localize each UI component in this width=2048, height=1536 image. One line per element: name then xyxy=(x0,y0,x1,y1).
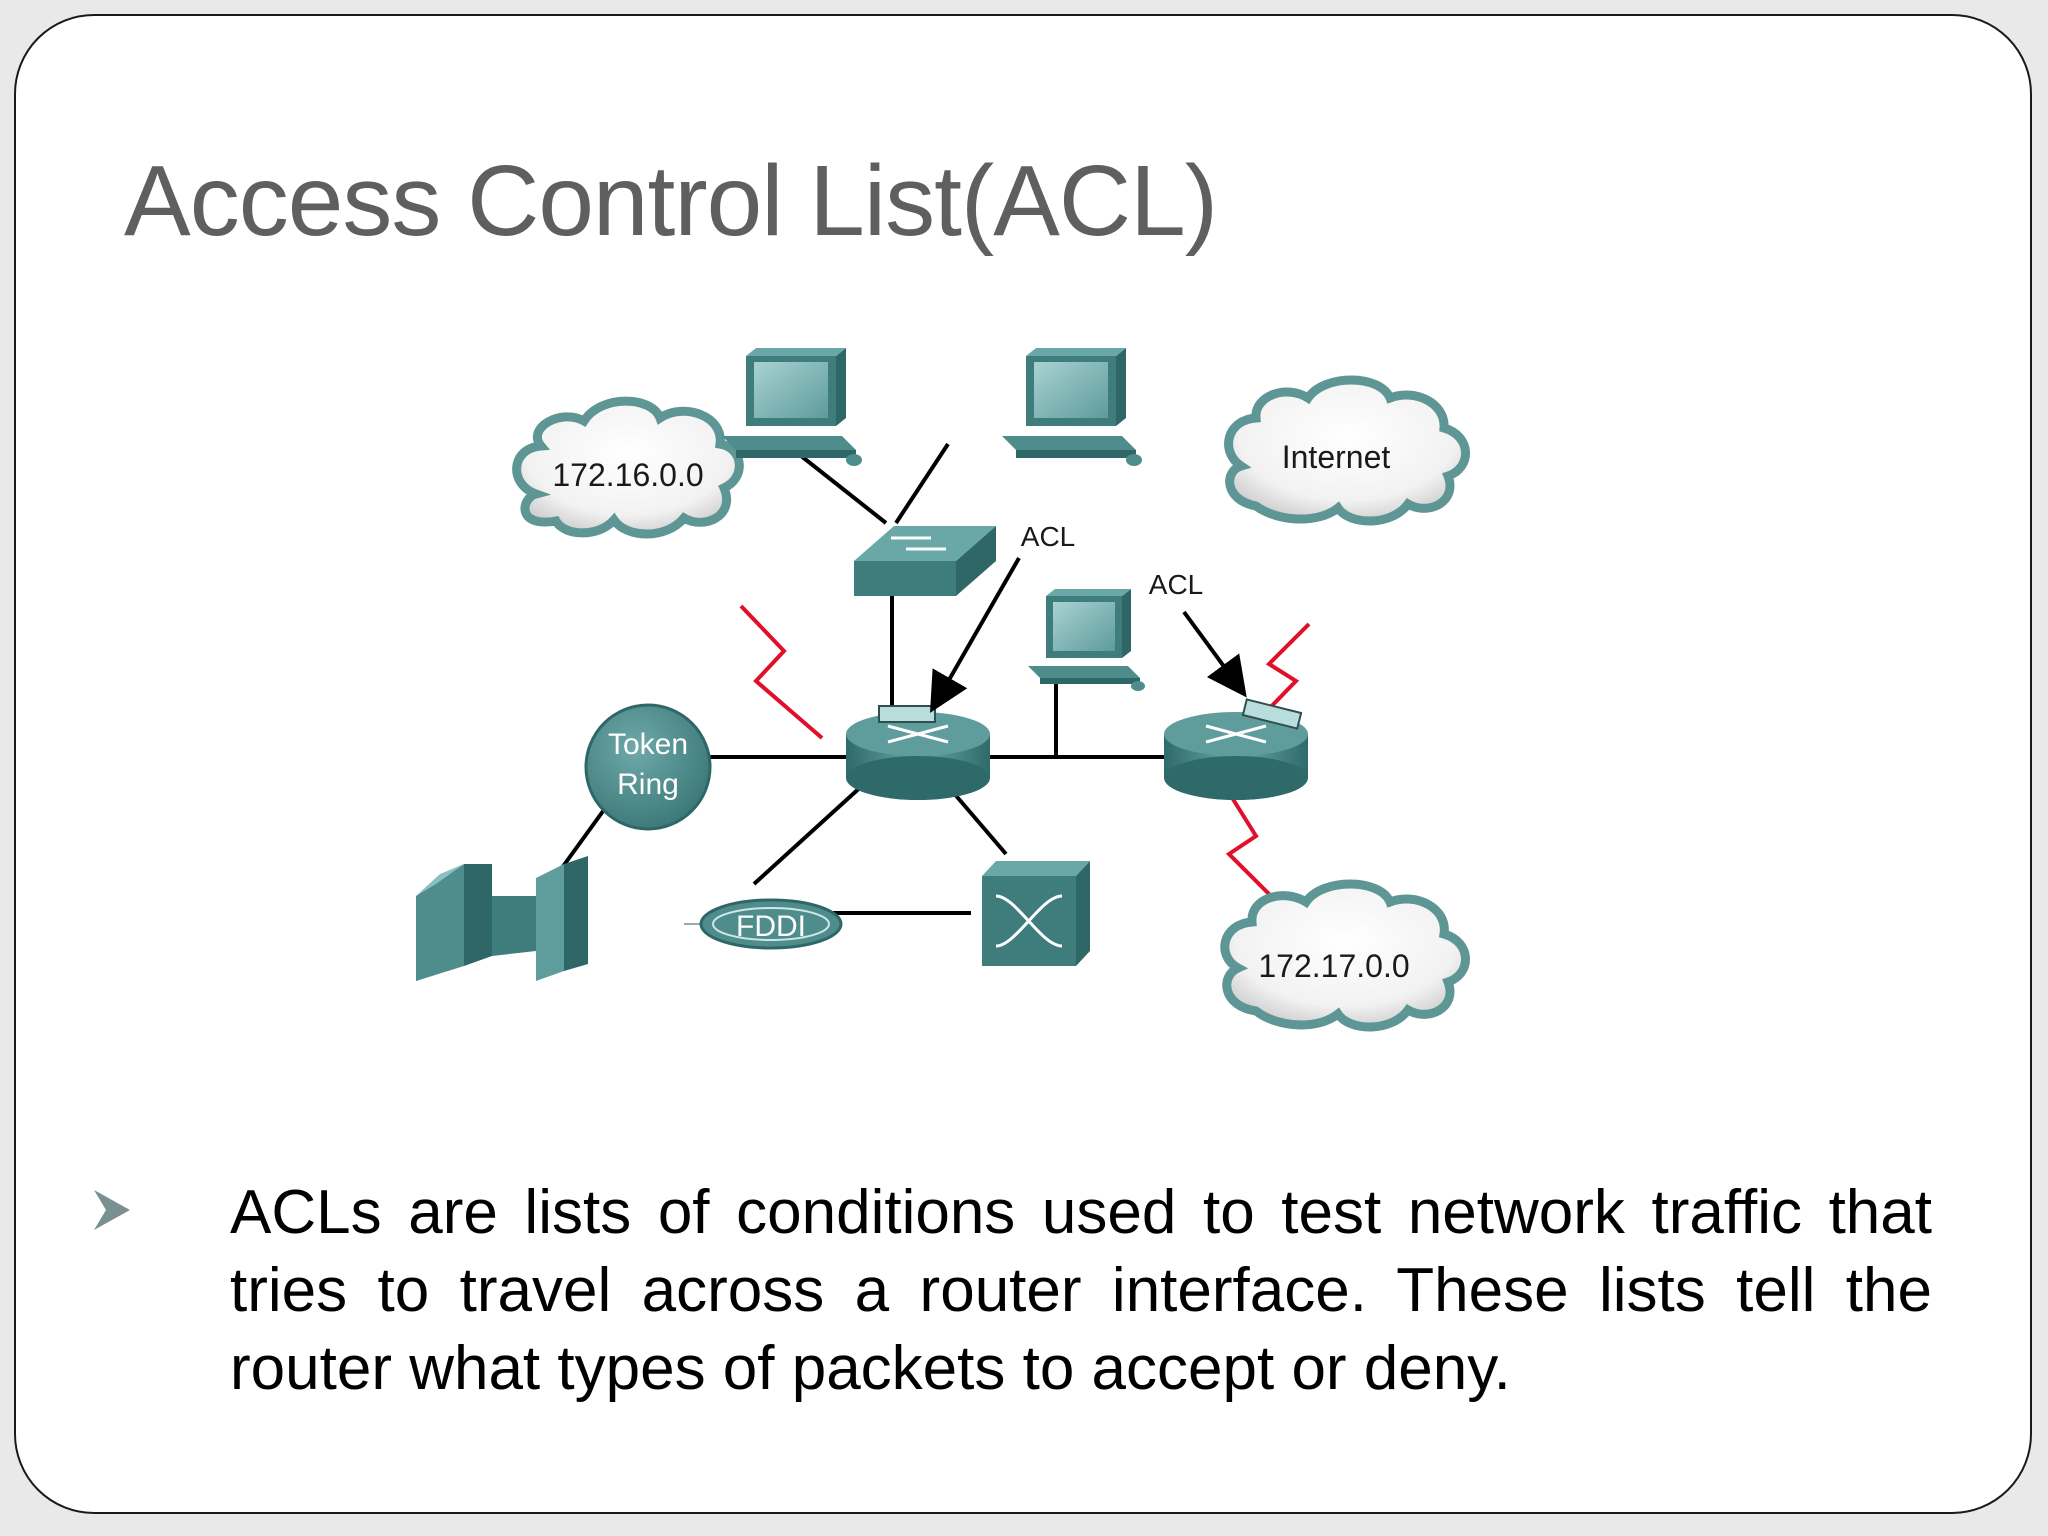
slide: Access Control List(ACL) xyxy=(14,14,2032,1514)
acl-arrow xyxy=(930,557,1021,713)
fddi-ring-icon: FDDI xyxy=(684,898,843,950)
acl-label: ACL xyxy=(1021,521,1075,552)
cloud-172-17-label: 172.17.0.0 xyxy=(1258,948,1409,984)
cloud-internet: Internet xyxy=(1224,375,1470,526)
wan-links xyxy=(739,604,1311,898)
acl-interface-marker xyxy=(878,705,936,723)
cloud-172-16-label: 172.16.0.0 xyxy=(552,457,703,493)
fddi-label: FDDI xyxy=(736,910,806,943)
switch-icon xyxy=(854,526,996,596)
acl-arrow xyxy=(1182,610,1247,698)
bullet-text: ACLs are lists of conditions used to tes… xyxy=(230,1178,1932,1403)
mainframe-icon xyxy=(416,856,588,981)
computer-icon xyxy=(1002,348,1142,466)
token-ring-label-2: Ring xyxy=(617,768,679,801)
arrowhead-bullet-icon xyxy=(94,1190,130,1230)
cloud-172-16: 172.16.0.0 xyxy=(512,396,744,539)
slide-title: Access Control List(ACL) xyxy=(124,145,1218,257)
atm-switch-icon xyxy=(982,861,1090,966)
token-ring-label-1: Token xyxy=(608,728,688,761)
acl-label: ACL xyxy=(1149,569,1203,600)
network-diagram: 172.16.0.0 Internet 172.17.0.0 xyxy=(416,348,1470,1032)
computer-icon xyxy=(1028,589,1145,691)
cloud-internet-label: Internet xyxy=(1282,439,1391,475)
router-icon xyxy=(846,712,990,800)
computer-icon xyxy=(722,348,862,466)
acl-interface-marker xyxy=(1241,698,1303,730)
cloud-172-17: 172.17.0.0 xyxy=(1220,879,1470,1032)
token-ring-icon: Token Ring xyxy=(584,703,712,831)
